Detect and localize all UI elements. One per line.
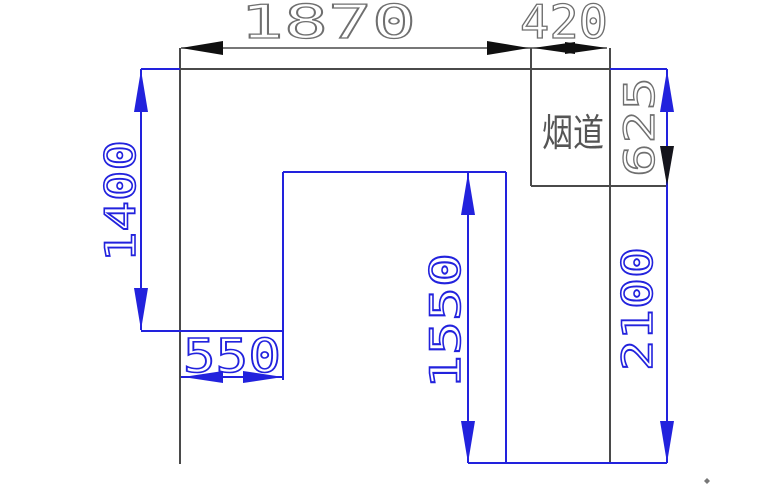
arrowhead-up-icon (660, 70, 674, 112)
arrowhead-down-icon (660, 146, 674, 186)
flue-label: 烟道 (542, 111, 604, 155)
arrowhead-down-icon (134, 288, 148, 330)
arrowhead-down-icon (461, 421, 475, 463)
dimension-label-550: 550 (183, 329, 281, 383)
arrowhead-right-icon (487, 41, 529, 55)
arrowhead-down-icon (660, 421, 674, 463)
arrowhead-right-icon (243, 371, 283, 383)
dimension-label-420: 420 (520, 0, 608, 49)
dimension-label-1870: 1870 (240, 0, 416, 49)
arrowhead-left-icon (181, 41, 223, 55)
arrowhead-up-icon (461, 173, 475, 215)
stray-dot-mark (704, 478, 710, 484)
dimension-label-2100: 2100 (613, 247, 662, 371)
arrowhead-up-icon (134, 70, 148, 112)
dimension-top: 1870 420 (181, 0, 609, 55)
dimension-1550: 1550 (420, 172, 475, 463)
dimension-right: 625 2100 (610, 68, 674, 463)
wall-outline (179, 48, 667, 464)
dimension-550: 550 (181, 328, 283, 384)
arrowhead-right-icon (565, 42, 607, 54)
dimension-label-1400: 1400 (96, 140, 145, 262)
dimension-label-625: 625 (615, 77, 664, 177)
counter-outline (141, 171, 667, 464)
dimension-left-1400: 1400 (95, 68, 180, 330)
arrowhead-left-icon (183, 371, 223, 383)
dimension-label-1550: 1550 (421, 253, 470, 389)
arrowhead-left-icon (533, 42, 575, 54)
